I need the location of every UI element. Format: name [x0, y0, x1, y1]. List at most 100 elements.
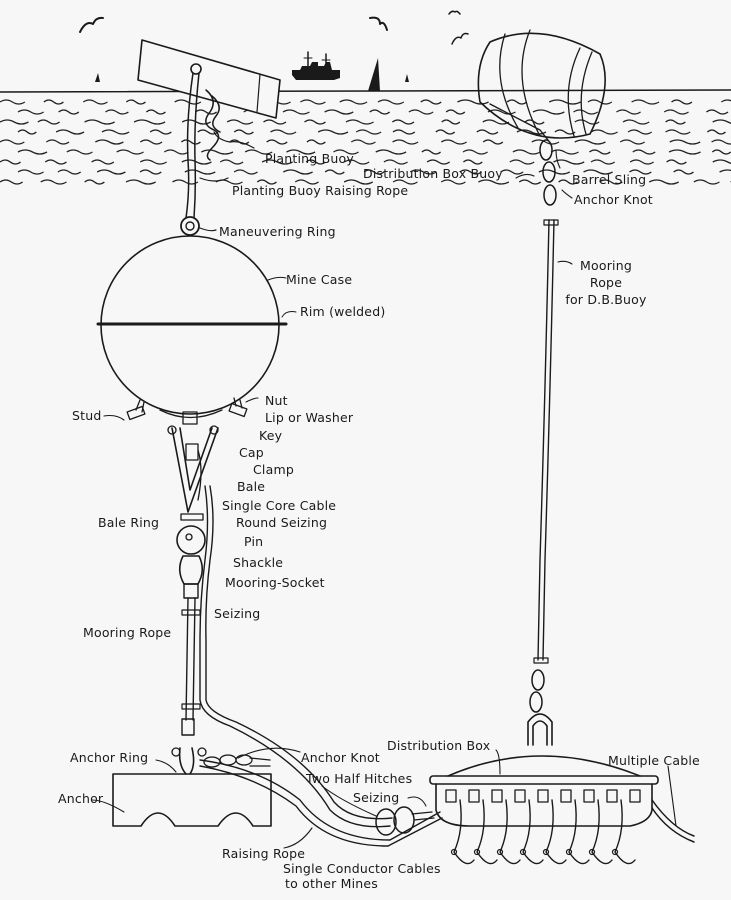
- wave-stroke: [95, 139, 124, 145]
- wave-stroke: [589, 149, 611, 155]
- wave-stroke: [139, 169, 162, 175]
- wave-stroke: [45, 139, 70, 145]
- single-conductor-cable: [568, 799, 590, 865]
- single-conductor-cable: [499, 799, 521, 865]
- wave-stroke: [84, 179, 105, 185]
- box-slot: [606, 789, 618, 803]
- wave-stroke: [421, 149, 442, 155]
- wave-stroke: [306, 139, 326, 145]
- wave-stroke: [369, 109, 391, 115]
- wave-stroke: [226, 119, 254, 125]
- wave-stroke: [383, 159, 408, 165]
- label-single-conductor-cables-2: to other Mines: [285, 876, 378, 891]
- wave-stroke: [457, 99, 489, 105]
- label-barrel-sling: Barrel Sling: [572, 172, 647, 187]
- wave-stroke: [558, 179, 578, 185]
- wave-stroke: [509, 159, 535, 165]
- label-shackle: Shackle: [233, 555, 284, 570]
- wave-stroke: [180, 139, 201, 145]
- wave-stroke: [133, 119, 166, 125]
- wave-stroke: [631, 99, 660, 105]
- wave-stroke: [363, 169, 385, 175]
- wave-stroke: [665, 129, 691, 135]
- wave-stroke: [524, 119, 545, 125]
- wave-stroke: [648, 179, 679, 185]
- wave-stroke: [711, 149, 731, 155]
- wave-stroke: [462, 159, 483, 165]
- wave-stroke: [145, 109, 166, 115]
- wave-stroke: [435, 129, 456, 135]
- wave-stroke: [105, 109, 129, 115]
- wave-stroke: [616, 109, 641, 115]
- wave-stroke: [632, 149, 656, 155]
- wave-stroke: [149, 129, 172, 135]
- cable-terminal: [496, 848, 504, 856]
- wave-stroke: [317, 129, 349, 135]
- label-single-core-cable: Single Core Cable: [222, 498, 337, 513]
- label-bale-ring: Bale Ring: [98, 515, 160, 530]
- wave-stroke: [263, 119, 287, 125]
- label-two-half-hitches: Two Half Hitches: [306, 771, 413, 786]
- label-round-seizing: Round Seizing: [236, 515, 328, 530]
- box-slot: [514, 789, 526, 803]
- wave-stroke: [172, 179, 199, 185]
- wave-stroke: [574, 139, 606, 145]
- wave-stroke: [375, 149, 407, 155]
- label-distribution-box-buoy: Distribution Box Buoy: [363, 166, 503, 181]
- label-nut: Nut: [265, 393, 288, 408]
- wave-stroke: [0, 179, 24, 185]
- wave-stroke: [392, 139, 419, 145]
- cable-terminal: [611, 848, 619, 856]
- wave-stroke: [627, 129, 653, 135]
- single-conductor-cable: [614, 799, 636, 865]
- wave-stroke: [0, 99, 26, 105]
- wave-stroke: [391, 119, 415, 125]
- label-cap: Cap: [239, 445, 264, 460]
- wave-stroke: [343, 179, 374, 185]
- wave-stroke: [487, 109, 516, 115]
- wave-stroke: [181, 159, 212, 165]
- wave-stroke: [573, 109, 599, 115]
- wave-stroke: [333, 149, 359, 155]
- wave-stroke: [392, 179, 418, 185]
- wave-stroke: [669, 139, 701, 145]
- wave-stroke: [705, 109, 729, 115]
- label-mooring-rope-db-3: for D.B.Buoy: [565, 292, 647, 307]
- wave-stroke: [261, 159, 293, 165]
- label-seizing-lower: Seizing: [353, 790, 400, 805]
- box-slot: [491, 789, 503, 803]
- label-single-conductor-cables-1: Single Conductor Cables: [283, 861, 441, 876]
- wave-stroke: [139, 139, 163, 145]
- wave-stroke: [711, 139, 731, 145]
- wave-stroke: [693, 179, 720, 185]
- wave-stroke: [476, 129, 499, 135]
- wave-stroke: [666, 159, 687, 165]
- label-mooring-socket: Mooring-Socket: [225, 575, 325, 590]
- wave-stroke: [233, 129, 254, 135]
- label-mooring-rope-db-1: Mooring: [580, 258, 632, 273]
- seagulls: [79, 10, 469, 45]
- cable-terminal: [450, 848, 458, 856]
- cable-terminal: [473, 848, 481, 856]
- wave-stroke: [174, 99, 202, 105]
- wave-stroke: [84, 119, 115, 125]
- wave-stroke: [629, 169, 652, 175]
- label-anchor-ring: Anchor Ring: [70, 750, 149, 765]
- wave-stroke: [37, 119, 61, 125]
- single-conductor-cable: [522, 799, 544, 865]
- wave-stroke: [17, 109, 45, 115]
- box-slot: [445, 789, 457, 803]
- wave-stroke: [408, 109, 434, 115]
- wave-stroke: [58, 109, 80, 115]
- wave-stroke: [720, 99, 731, 103]
- wave-stroke: [553, 159, 585, 165]
- cable-terminal: [588, 848, 596, 856]
- wave-stroke: [43, 99, 64, 105]
- planting-buoy-raising-rope: [185, 72, 255, 219]
- wave-stroke: [324, 109, 354, 115]
- wave-stroke: [554, 129, 576, 135]
- anchor: [91, 747, 272, 827]
- wave-stroke: [629, 159, 654, 165]
- label-clamp: Clamp: [253, 462, 294, 477]
- label-multiple-cable: Multiple Cable: [608, 753, 700, 768]
